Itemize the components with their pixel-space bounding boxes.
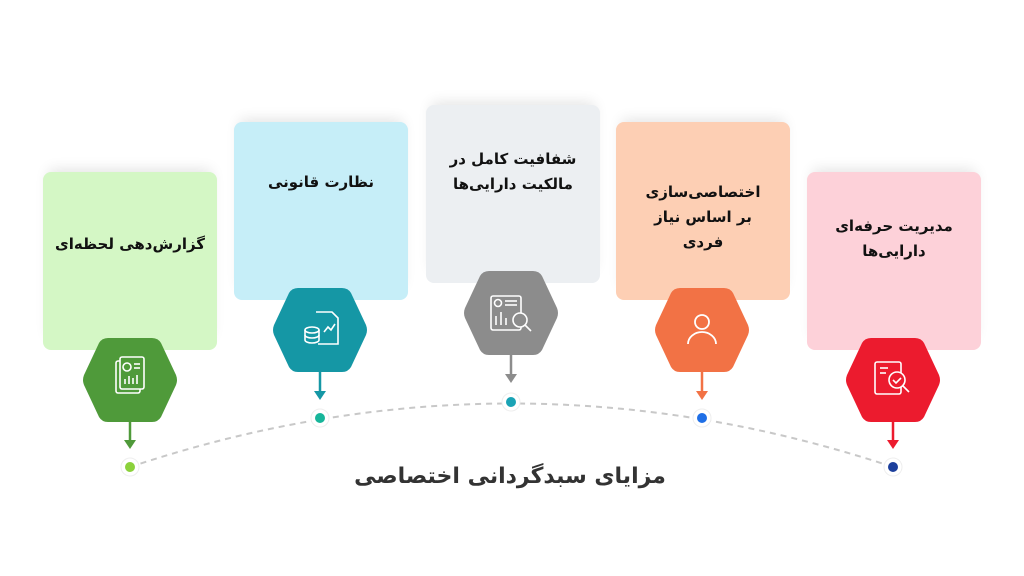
document-coins-icon (304, 311, 339, 345)
asset-search-icon (874, 361, 910, 395)
step-1-marker (83, 338, 177, 477)
step-3-marker (464, 271, 558, 412)
step-4-marker (655, 288, 749, 428)
card-ownership-transparency: شفافیت کامل در مالکیت دارایی‌ها (426, 105, 600, 283)
card-asset-management: مدیریت حرفه‌ای دارایی‌ها (807, 172, 981, 350)
step-2-marker (273, 288, 367, 428)
card-realtime-reporting: گزارش‌دهی لحظه‌ای (43, 172, 217, 350)
diagram-title: مزایای سبدگردانی اختصاصی (354, 464, 666, 489)
step-dot (125, 462, 135, 472)
step-5-marker (846, 338, 940, 477)
dashed-arc (129, 402, 894, 468)
card-label: شفافیت کامل در مالکیت دارایی‌ها (449, 150, 577, 193)
card-legal-supervision: نظارت قانونی (234, 122, 408, 300)
card-customization: اختصاصی‌سازی بر اساس نیاز فردی (616, 122, 790, 300)
card-label: اختصاصی‌سازی بر اساس نیاز فردی (645, 183, 761, 251)
card-label: نظارت قانونی (267, 173, 375, 191)
financial-report-search-icon (490, 295, 532, 332)
user-icon (687, 314, 717, 345)
report-chart-icon (115, 356, 145, 394)
card-label: مدیریت حرفه‌ای دارایی‌ها (835, 217, 953, 260)
card-label: گزارش‌دهی لحظه‌ای (54, 235, 206, 253)
